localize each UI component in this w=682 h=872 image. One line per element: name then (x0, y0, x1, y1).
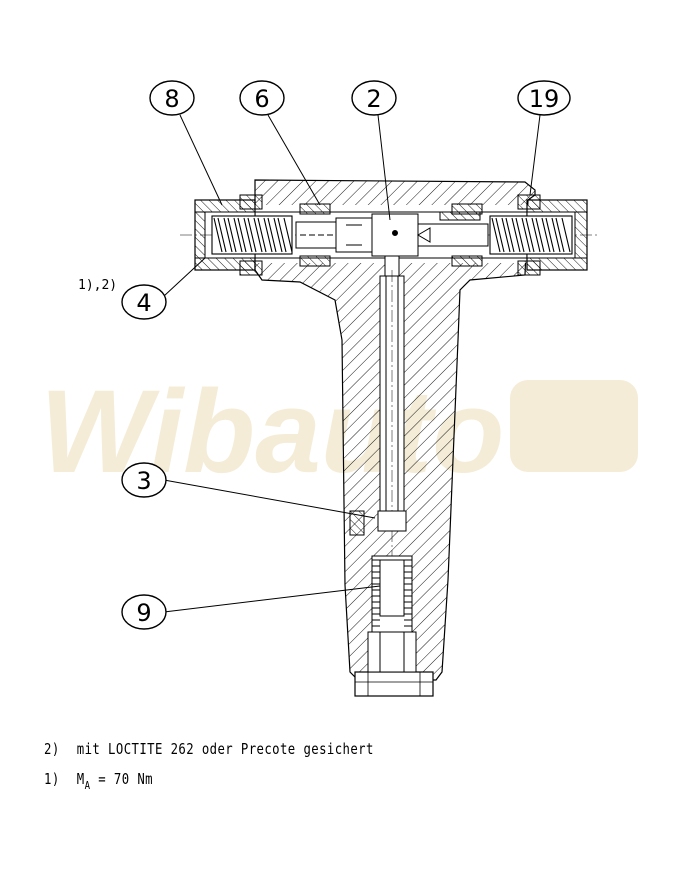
vertical-rod (349, 255, 407, 560)
left-spring (211, 215, 293, 255)
note-1-text: = 70 Nm (98, 770, 153, 788)
watermark-badge (510, 380, 638, 472)
callout-8-label: 8 (164, 85, 179, 113)
callout-2-label: 2 (366, 85, 381, 113)
callout-19-label: 19 (529, 85, 560, 113)
callout-4-label: 4 (136, 289, 151, 317)
callout-6-label: 6 (254, 85, 269, 113)
callout-3: 3 (121, 462, 167, 498)
threaded-rings (239, 194, 541, 276)
center-plunger (295, 211, 489, 257)
leader-lines (163, 114, 541, 613)
note-2: 2) mit LOCTITE 262 oder Precote gesichert (44, 740, 374, 758)
callout-4: 4 (121, 284, 167, 320)
note-1: 1) MA = 70 Nm (44, 770, 153, 792)
callout-6: 6 (239, 80, 285, 116)
note-1-subscript: A (84, 779, 91, 792)
threaded-insert (367, 555, 417, 673)
callout-3-label: 3 (136, 467, 151, 495)
callout-8: 8 (149, 80, 195, 116)
callout-9-label: 9 (136, 599, 151, 627)
right-spring (489, 215, 573, 255)
callout-9: 9 (121, 594, 167, 630)
note-1-symbol: M (76, 770, 85, 788)
callout-4-note: 1),2) (78, 278, 117, 293)
callout-19: 19 (517, 80, 571, 116)
note-2-text: mit LOCTITE 262 oder Precote gesichert (76, 740, 374, 758)
note-1-number: 1) (44, 770, 60, 788)
callout-2: 2 (351, 80, 397, 116)
note-2-number: 2) (44, 740, 60, 758)
